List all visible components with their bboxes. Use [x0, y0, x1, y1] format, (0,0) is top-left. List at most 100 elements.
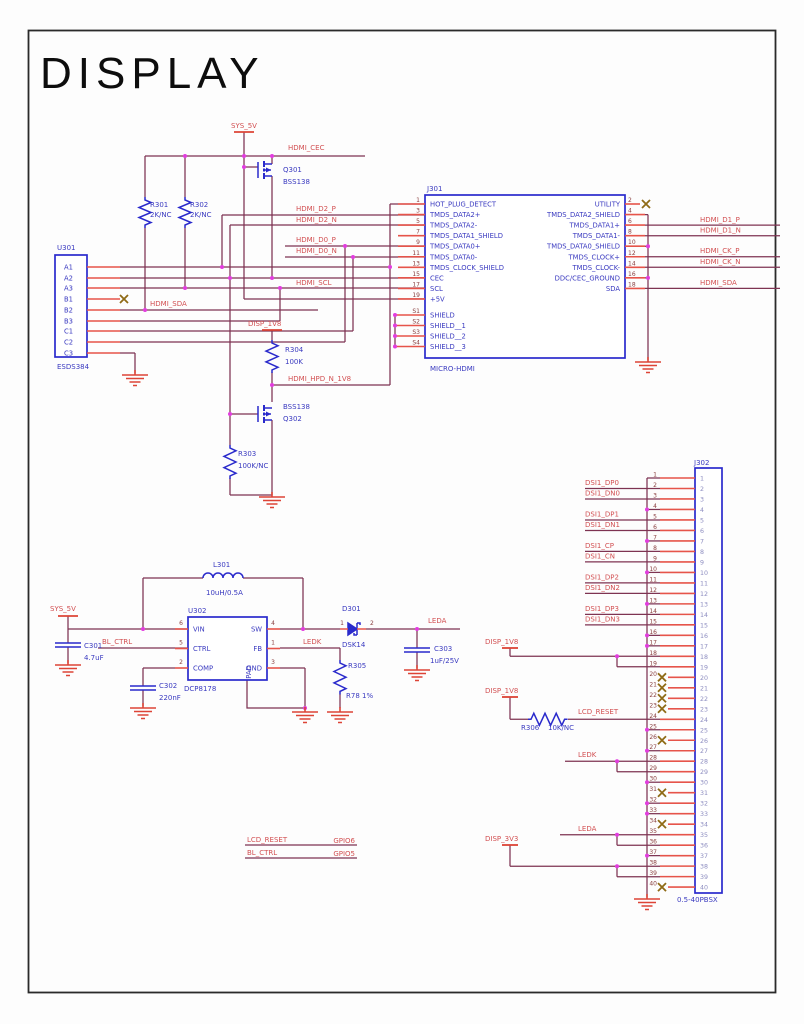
j302-pin-number: 10	[649, 566, 657, 573]
dsi-net-label: DSI1_CP	[585, 542, 614, 550]
no-connect-x	[657, 704, 667, 714]
net-label: HDMI_HPD_N_1V8	[288, 375, 351, 383]
junction-dot	[645, 748, 649, 753]
net-label: HDMI_CK_N	[700, 258, 740, 266]
j302-pin-number: 36	[649, 839, 657, 846]
j302-pin-number-inside: 2	[700, 486, 704, 493]
c303-symbol	[404, 647, 430, 653]
j301-pin-name: TMDS_DATA1+	[569, 222, 621, 230]
j301-pin-number: S1	[412, 308, 420, 315]
u301-pin-name: A2	[64, 275, 73, 283]
dsi-net-label: DSI1_DN3	[585, 615, 620, 623]
component-label: R301	[150, 201, 168, 209]
j302-pin-number: 38	[649, 860, 657, 867]
junction-dot	[270, 154, 274, 158]
component-label: R78 1%	[346, 692, 373, 700]
u301-pin-name: C1	[64, 328, 73, 336]
j302-pin-number: 19	[649, 660, 657, 667]
net-label: HDMI_D2_N	[296, 216, 337, 224]
junction-dot	[645, 601, 649, 606]
j301-pin-number: 1	[416, 197, 420, 204]
j302-pin-number: 29	[649, 765, 657, 772]
net-label: SYS_5V	[50, 605, 76, 613]
j301-pin-number: 12	[628, 250, 636, 257]
net-label: HDMI_D1_P	[700, 216, 740, 224]
u301-pin-name: C2	[64, 339, 73, 347]
u301-pin-name: B3	[64, 318, 73, 326]
ground-symbol	[327, 707, 353, 724]
r304-symbol	[264, 340, 280, 373]
net-label: HDMI_CK_P	[700, 247, 739, 255]
junction-dot	[278, 286, 282, 290]
component-label: Q301	[283, 166, 302, 174]
j302-pin-number: 5	[653, 513, 657, 520]
j301-pin-number: 9	[416, 239, 420, 246]
j301-pin-number: 2	[628, 197, 632, 204]
junction-dot	[646, 275, 650, 280]
j302-pin-number: 15	[649, 618, 657, 625]
j301-pin-name: SHIELD__1	[430, 322, 466, 330]
net-label: BL_CTRL	[247, 849, 277, 857]
u302-pin-name: SW	[251, 626, 262, 634]
component-label: C302	[159, 682, 177, 690]
r303-symbol	[222, 445, 238, 479]
junction-dot	[270, 276, 274, 280]
j302-pin-number-inside: 29	[700, 769, 708, 776]
j302-pin-number: 32	[649, 797, 657, 804]
junction-dot	[388, 265, 392, 269]
junction-dot	[645, 811, 649, 816]
net-label: DISP_1V8	[248, 320, 281, 328]
j302-pin-number: 28	[649, 755, 657, 762]
u302-pin-name: VIN	[193, 626, 205, 634]
j302-pin-number: 23	[649, 702, 657, 709]
j302-pin-number: 22	[649, 692, 657, 699]
no-connect-x	[657, 672, 667, 682]
j302-pin-number-inside: 11	[700, 580, 708, 587]
component-label: 2K/NC	[190, 211, 212, 219]
j302-pin-number-inside: 6	[700, 528, 704, 535]
j301-pin-name: SDA	[606, 285, 620, 293]
j302-pin-number: 12	[649, 587, 657, 594]
power-flags	[58, 131, 518, 846]
j302-pin-number: 3	[653, 492, 657, 499]
q301-symbol	[257, 161, 272, 179]
net-label: HDMI_D0_N	[296, 247, 337, 255]
j302-pin-number-inside: 10	[700, 570, 708, 577]
dsi-net-label: DSI1_DP3	[585, 605, 619, 613]
j302-pin-number-inside: 38	[700, 864, 708, 871]
no-connect-x	[641, 199, 651, 209]
junction-dot	[220, 265, 224, 269]
page-title: DISPLAY	[40, 49, 265, 98]
j302-pin-number-inside: 5	[700, 517, 704, 524]
component-label: 10uH/0.5A	[206, 589, 243, 597]
component-label: 0.5-40PBSX	[677, 896, 718, 904]
junction-dot	[393, 334, 397, 338]
dsi-net-label: DSI1_DP0	[585, 479, 619, 487]
component-label: 1uF/25V	[430, 657, 459, 665]
junction-dot	[270, 383, 274, 387]
j302-pin-number-inside: 17	[700, 643, 708, 650]
junction-dot	[242, 165, 246, 169]
junction-dot	[645, 801, 649, 806]
dsi-net-label: DSI1_CN	[585, 552, 615, 560]
component-label: ESDS384	[57, 363, 90, 371]
r302-symbol	[177, 197, 193, 228]
j302-pin-number-inside: 20	[700, 675, 708, 682]
ground-symbol	[122, 370, 148, 387]
net-label: GPIO5	[333, 850, 355, 858]
j301-pin-number: 7	[416, 229, 420, 236]
component-label: BSS138	[283, 403, 310, 411]
no-connect-x	[657, 788, 667, 798]
junction-dot	[143, 308, 147, 312]
component-label: J301	[426, 185, 442, 193]
j301-pin-number: 16	[628, 271, 636, 278]
component-label: L301	[213, 561, 230, 569]
component-label: U301	[57, 244, 75, 252]
junction-dot	[228, 412, 232, 416]
j302-pin-number-inside: 30	[700, 780, 708, 787]
net-label: HDMI_CEC	[288, 144, 325, 152]
component-label: DSK14	[342, 641, 366, 649]
u302-pin-number: 6	[179, 620, 183, 627]
ground-symbol	[634, 894, 660, 911]
j302-pin-number-inside: 40	[700, 885, 708, 892]
